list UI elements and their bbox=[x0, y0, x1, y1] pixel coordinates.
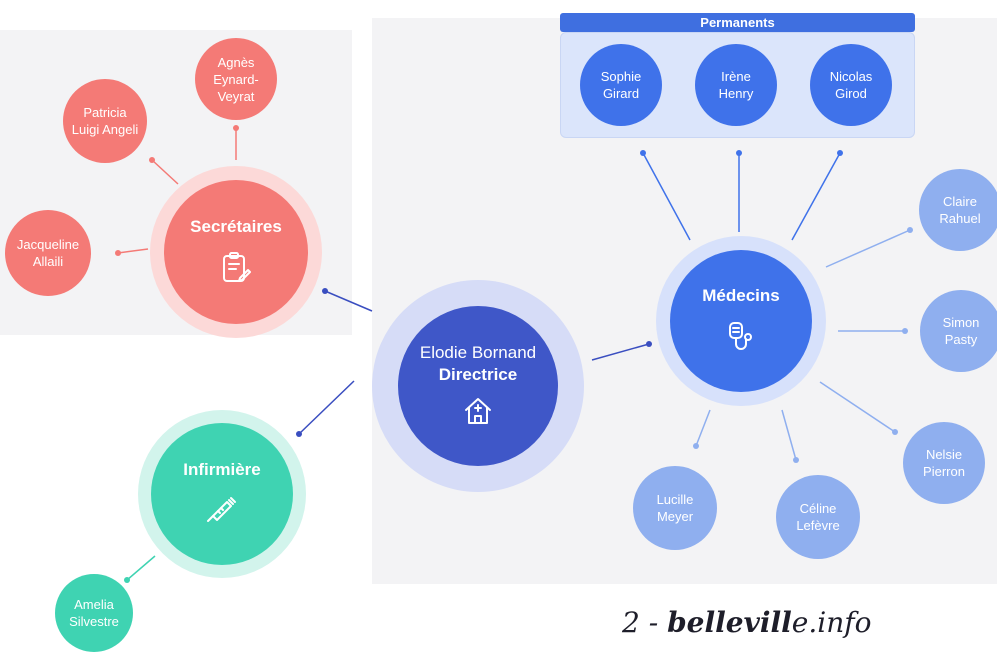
member-amelia[interactable]: Amelia Silvestre bbox=[55, 574, 133, 652]
connector-dot bbox=[646, 341, 652, 347]
member-patricia[interactable]: Patricia Luigi Angeli bbox=[63, 79, 147, 163]
doctor-nelsie[interactable]: Nelsie Pierron bbox=[903, 422, 985, 504]
member-line: Lucille bbox=[656, 492, 694, 507]
connector-dot bbox=[124, 577, 130, 583]
connector-infirmiere bbox=[298, 380, 355, 435]
secretaires-title: Secrétaires bbox=[190, 216, 282, 236]
member-line: Simon bbox=[942, 315, 980, 330]
director-role: Directrice bbox=[438, 364, 518, 384]
connector-patricia bbox=[151, 159, 179, 185]
member-line: Patricia bbox=[83, 105, 127, 120]
stethoscope-icon bbox=[726, 320, 756, 357]
connector-dot bbox=[233, 125, 239, 131]
member-line: Luigi Angeli bbox=[71, 122, 139, 137]
doctor-claire[interactable]: Claire Rahuel bbox=[919, 169, 997, 251]
member-line: Henry bbox=[718, 86, 754, 101]
member-line: Amelia bbox=[74, 597, 114, 612]
connector-dot bbox=[149, 157, 155, 163]
member-line: Agnès bbox=[217, 54, 255, 70]
member-line: Irène bbox=[721, 69, 751, 84]
member-line: Nelsie bbox=[925, 447, 963, 462]
connector-claire bbox=[825, 229, 911, 268]
member-line: Céline bbox=[799, 501, 837, 516]
member-line: Nicolas bbox=[829, 69, 873, 84]
footer-brand-name: bellevill bbox=[667, 606, 792, 639]
doctor-sophie[interactable]: Sophie Girard bbox=[580, 44, 662, 126]
clipboard-icon bbox=[221, 251, 251, 288]
footer-suffix: e.info bbox=[791, 606, 872, 639]
connector-lines bbox=[115, 125, 913, 583]
member-line: Pasty bbox=[944, 332, 978, 347]
connector-dot bbox=[837, 150, 843, 156]
member-line: Jacqueline bbox=[16, 237, 80, 252]
connector-dot bbox=[902, 328, 908, 334]
member-line: Silvestre bbox=[69, 614, 119, 629]
member-line: Sophie bbox=[600, 69, 642, 84]
connector-celine bbox=[781, 409, 797, 461]
doctor-nicolas[interactable]: Nicolas Girod bbox=[810, 44, 892, 126]
connector-dot bbox=[736, 150, 742, 156]
member-line: Girod bbox=[835, 86, 867, 101]
connector-lucille bbox=[695, 409, 711, 447]
connector-dot bbox=[693, 443, 699, 449]
doctor-irene[interactable]: Irène Henry bbox=[695, 44, 777, 126]
member-line: Claire bbox=[943, 194, 977, 209]
connector-dot bbox=[115, 250, 121, 256]
connector-nelsie bbox=[819, 381, 896, 433]
member-line: Eynard- bbox=[213, 71, 259, 87]
member-line: Pierron bbox=[923, 464, 965, 479]
doctor-simon[interactable]: Simon Pasty bbox=[920, 290, 997, 372]
connector-medecins bbox=[591, 343, 650, 361]
connector-dot bbox=[892, 429, 898, 435]
connector-dot bbox=[907, 227, 913, 233]
connector-nicolas bbox=[791, 152, 841, 241]
connector-dot bbox=[322, 288, 328, 294]
member-line: Veyrat bbox=[217, 88, 255, 104]
director-name: Elodie Bornand bbox=[419, 342, 537, 362]
doctor-lucille[interactable]: Lucille Meyer bbox=[633, 466, 717, 550]
infirmiere-hub[interactable]: Infirmière bbox=[151, 423, 293, 565]
doctor-celine[interactable]: Céline Lefèvre bbox=[776, 475, 860, 559]
connector-sophie bbox=[642, 152, 691, 241]
medecins-title: Médecins bbox=[702, 285, 780, 305]
connector-dot bbox=[640, 150, 646, 156]
member-line: Allaili bbox=[32, 254, 64, 269]
connector-amelia bbox=[126, 555, 156, 581]
medecins-hub[interactable]: Médecins bbox=[670, 250, 812, 392]
member-jacqueline[interactable]: Jacqueline Allaili bbox=[5, 210, 91, 296]
permanents-label: Permanents bbox=[560, 13, 915, 32]
secretaires-hub[interactable]: Secrétaires bbox=[164, 180, 308, 324]
connector-dot bbox=[793, 457, 799, 463]
footer-prefix: 2 - bbox=[622, 606, 659, 639]
footer-brand: 2 - belleville.info bbox=[622, 606, 871, 639]
connector-dot bbox=[296, 431, 302, 437]
member-line: Meyer bbox=[656, 509, 694, 524]
syringe-icon bbox=[205, 494, 239, 529]
connector-jacqueline bbox=[117, 248, 149, 254]
infirmiere-title: Infirmière bbox=[183, 459, 261, 479]
member-line: Rahuel bbox=[939, 211, 981, 226]
house-medical-icon bbox=[463, 396, 493, 431]
member-line: Lefèvre bbox=[796, 518, 840, 533]
member-line: Girard bbox=[602, 86, 640, 101]
director-hub[interactable]: Elodie Bornand Directrice bbox=[398, 306, 558, 466]
connector-secretaires bbox=[324, 290, 373, 312]
member-agnes[interactable]: Agnès Eynard- Veyrat bbox=[195, 38, 277, 120]
